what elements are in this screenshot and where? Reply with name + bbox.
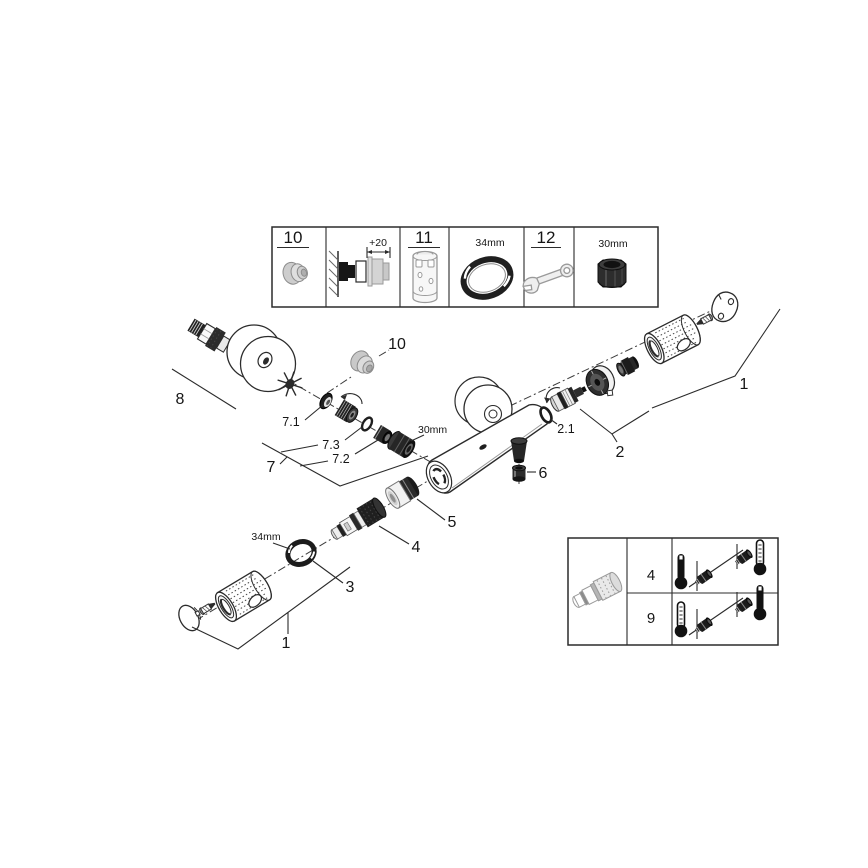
plus20-dimension-label: +20 (369, 237, 387, 249)
part-2-1-label: 2.1 (557, 422, 574, 436)
connection-nut-icon (732, 595, 755, 616)
leader-7-1 (304, 404, 324, 421)
wall-extension-dimension-icon: +20 (328, 237, 391, 297)
legend-item-11-label: 11 (415, 228, 433, 247)
part-6-label: 6 (539, 465, 548, 482)
bracket-1-top (651, 308, 781, 409)
legend-nut-30mm-label: 30mm (598, 238, 627, 250)
adapter-part (616, 356, 639, 377)
s-union-part (187, 318, 232, 353)
aquadimmer-4-part (330, 497, 387, 540)
sleeve-5-part (385, 476, 420, 509)
outlet-nipple (511, 441, 527, 461)
legend-row-4-label: 4 (647, 567, 655, 584)
part-8-label: 8 (176, 391, 185, 408)
part-7-3-label: 7.3 (322, 438, 339, 452)
bottom-legend-box: 4 9 (567, 537, 779, 646)
flow-cartridge-icon (572, 571, 623, 608)
mixer-body-part (425, 376, 549, 494)
rotation-arrowhead (341, 394, 347, 400)
legend-row-9-label: 9 (647, 610, 655, 627)
escutcheon-part (226, 324, 297, 393)
axis-part10-b (378, 349, 390, 357)
thermometer-cold-icon (673, 601, 689, 639)
thermometer-hot-icon (753, 585, 767, 621)
temperature-handle-part (639, 311, 706, 368)
part-4-label: 4 (412, 539, 421, 556)
cover-cap-bottom-part (178, 604, 202, 632)
leader-3 (312, 560, 344, 584)
rotation-arrowhead-2 (544, 397, 551, 403)
axis-part10-a (326, 376, 352, 394)
bracket-2-leg (611, 433, 618, 443)
leader-7-2a (299, 460, 329, 467)
legend-item-12-label: 12 (537, 228, 556, 247)
leader-4 (378, 525, 410, 545)
bracket-7 (261, 442, 429, 487)
row-4-orientation-diagram (674, 539, 768, 591)
bracket-2 (579, 408, 650, 435)
leader-34mm (272, 542, 291, 550)
extension-sleeve-icon (412, 250, 438, 304)
part-7-2-label: 7.2 (332, 452, 349, 466)
part-1-top-label: 1 (740, 376, 749, 393)
axis-temp-handle (494, 298, 737, 414)
part-7-label: 7 (267, 459, 276, 476)
exploded-view: 8 (171, 291, 781, 652)
cap-nut-30mm (387, 430, 416, 458)
row-9-orientation-diagram (673, 585, 767, 639)
thermometer-cold-icon (752, 539, 768, 577)
leader-2-1 (549, 418, 558, 425)
part-3-label: 3 (346, 579, 355, 596)
legend-ring-34mm-label: 34mm (475, 237, 504, 249)
thermometer-hot-icon (674, 554, 688, 590)
oring-7-3 (360, 416, 374, 432)
legend-item-10-label: 10 (284, 228, 303, 247)
leader-7-2b (354, 439, 379, 455)
extension-nut-icon (282, 261, 308, 285)
part-1-bottom-label: 1 (282, 635, 291, 652)
handle-screw-top (694, 312, 715, 328)
part-10-label: 10 (388, 336, 406, 353)
extension-nut-10-part (350, 350, 375, 374)
stop-ring-part (585, 365, 616, 397)
rotation-arrow-icon (340, 393, 363, 405)
part-7-1-label: 7.1 (282, 415, 299, 429)
thermostat-cartridge-part (550, 386, 587, 412)
leader-5 (416, 498, 446, 521)
part-5-label: 5 (448, 514, 457, 531)
threaded-connector-part (334, 399, 359, 423)
cap-nut-icon (597, 258, 627, 288)
oring-2-1 (539, 406, 553, 424)
leader-7-3a (280, 444, 319, 453)
top-legend-box: 10 +20 11 (271, 226, 659, 308)
nut-30mm-label: 30mm (418, 424, 447, 436)
open-end-wrench-icon (522, 263, 574, 294)
bracket-7-leg (279, 456, 288, 465)
leader-30mm (410, 434, 425, 442)
discontinued-marker-icon (277, 371, 303, 397)
part-2-label: 2 (616, 444, 625, 461)
leader-7-3b (344, 426, 363, 441)
ring-7-1 (319, 392, 333, 410)
bracket-8 (171, 368, 237, 410)
connection-nut-icon (692, 567, 715, 588)
handle-screw-bottom (198, 599, 218, 616)
flow-handle-part (210, 567, 277, 626)
cover-cap-top-part (711, 291, 739, 323)
ring-34mm-label: 34mm (251, 531, 280, 543)
ring-nut-icon (460, 256, 514, 300)
screw-plug-6-part (512, 464, 526, 482)
connection-nut-icon (732, 547, 755, 568)
connection-nut-icon (692, 615, 715, 636)
bracket-1-bottom (191, 566, 351, 650)
